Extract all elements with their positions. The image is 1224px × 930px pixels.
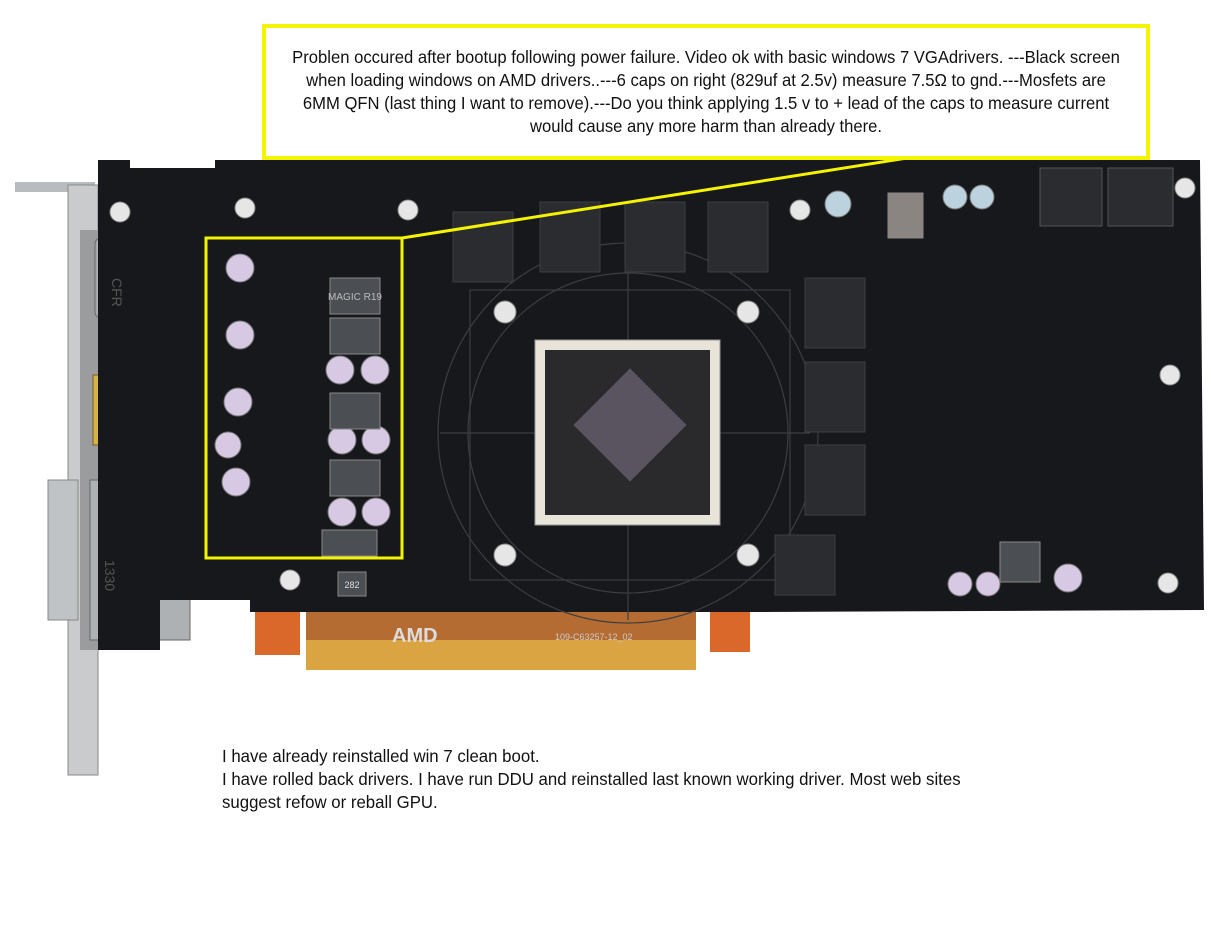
notes-line-1: I have already reinstalled win 7 clean b… bbox=[222, 746, 540, 766]
amd-logo: AMD bbox=[392, 625, 438, 647]
inductor-marking: MAGIC R19 bbox=[328, 292, 382, 303]
gpu-package bbox=[534, 339, 721, 526]
notes-text: I have already reinstalled win 7 clean b… bbox=[222, 745, 1162, 814]
dvi-label: 1330 bbox=[102, 560, 118, 591]
memory-chips bbox=[452, 201, 866, 596]
annotation-callout: Problen occured after bootup following p… bbox=[262, 24, 1150, 160]
highlight-box bbox=[204, 236, 404, 560]
bracket-label: CFR bbox=[109, 278, 125, 307]
annotation-text: Problen occured after bootup following p… bbox=[292, 47, 1120, 136]
part-number: 109-C63257-12_02 bbox=[555, 632, 633, 642]
callout-leader-line bbox=[401, 154, 921, 240]
pcie-gold-fingers bbox=[306, 612, 696, 670]
inductor-marking-small: 282 bbox=[344, 580, 359, 590]
vrm-inductors bbox=[321, 192, 1041, 597]
mounting-holes bbox=[109, 177, 1196, 594]
notes-line-2: I have rolled back drivers. I have run D… bbox=[222, 769, 961, 789]
notes-line-3: suggest refow or reball GPU. bbox=[222, 792, 438, 812]
power-connectors bbox=[1039, 167, 1174, 227]
vrm-capacitors bbox=[214, 184, 1083, 597]
